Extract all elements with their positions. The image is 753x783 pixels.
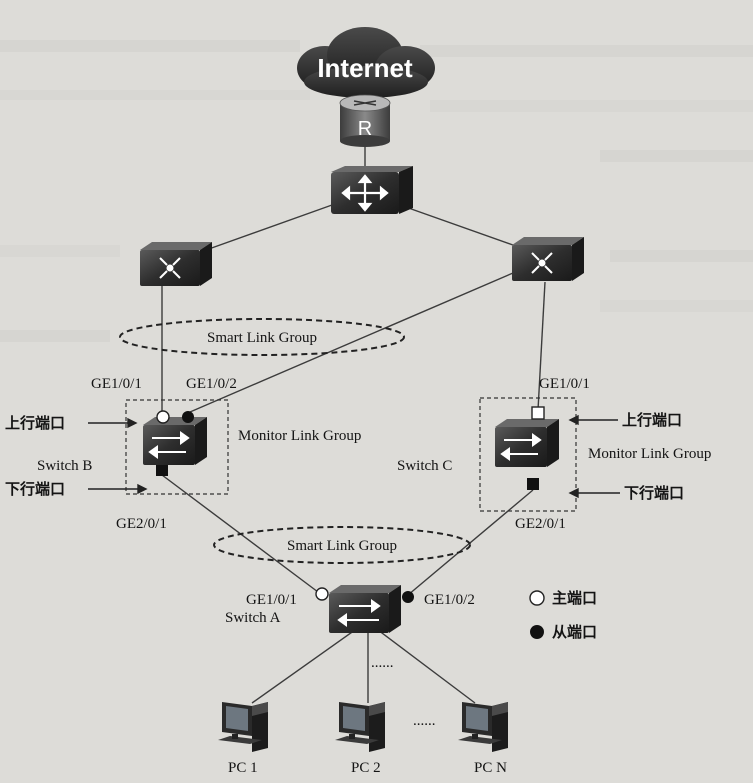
switch-b-ge201-label: GE2/0/1: [116, 516, 167, 532]
internet-cloud-icon: Internet: [297, 27, 435, 98]
switch-a-label: Switch A: [225, 610, 281, 626]
link-core-agg-right: [399, 204, 514, 246]
uplink-c-arrow-icon: [568, 414, 618, 426]
link-core-agg-left: [205, 204, 333, 251]
switch-c-uplink-port-icon: [531, 406, 545, 420]
switch-c-ge201-label: GE2/0/1: [515, 516, 566, 532]
switch-b-icon: [143, 417, 207, 465]
legend-master-label: 主端口: [552, 589, 597, 607]
switch-c-icon: [495, 419, 559, 467]
aggregation-switch-left-icon: [140, 242, 212, 286]
downlink-b-arrow-icon: [88, 483, 148, 495]
pc1-icon: [218, 702, 268, 752]
switch-b-downlink-port-icon: [156, 465, 168, 476]
legend-master-port-icon: [529, 590, 545, 606]
monitor-link-group-b-label: Monitor Link Group: [238, 428, 361, 444]
switch-a-ge101-label: GE1/0/1: [246, 592, 297, 608]
legend-slave-port-icon: [530, 625, 544, 639]
switch-ellipsis: ......: [371, 655, 394, 671]
links: [161, 145, 546, 704]
monitor-link-group-b-box: [125, 399, 229, 495]
downlink-b-label: 下行端口: [5, 480, 65, 498]
switch-c-ge101-label: GE1/0/1: [539, 376, 590, 392]
pc-ellipsis: ......: [413, 713, 436, 729]
pcn-icon: [458, 702, 508, 752]
aggregation-switch-right-icon: [512, 237, 584, 281]
link-switcha-pcn: [377, 629, 476, 704]
switch-b-ge102-label: GE1/0/2: [186, 376, 237, 392]
core-switch-icon: [331, 166, 413, 214]
uplink-c-label: 上行端口: [622, 411, 682, 429]
legend: 主端口 从端口: [529, 589, 597, 641]
link-switcha-pc1: [251, 629, 356, 704]
downlink-c-label: 下行端口: [624, 484, 684, 502]
router-letter: R: [358, 118, 372, 140]
switch-a-master-port-icon: [315, 587, 329, 601]
pcn-label: PC N: [474, 760, 507, 776]
downlink-c-arrow-icon: [568, 487, 620, 499]
smart-link-group-bottom-label: Smart Link Group: [287, 538, 397, 554]
smart-link-group-top-label: Smart Link Group: [207, 330, 317, 346]
smart-link-group-bottom: Smart Link Group: [213, 526, 471, 564]
pc1-label: PC 1: [228, 760, 258, 776]
switch-a-slave-port-icon: [402, 591, 414, 603]
uplink-b-arrow-icon: [88, 417, 138, 429]
switch-b-slave-port-icon: [182, 411, 194, 423]
link-switchb-switcha: [161, 474, 323, 596]
switch-a-icon: [329, 585, 401, 633]
monitor-link-group-c-label: Monitor Link Group: [588, 446, 711, 462]
link-aggright-switchc: [537, 281, 546, 411]
pc2-label: PC 2: [351, 760, 381, 776]
internet-label: Internet: [317, 53, 413, 83]
switch-b-label: Switch B: [37, 458, 92, 474]
switch-b-master-port-icon: [156, 410, 170, 424]
switch-c-label: Switch C: [397, 458, 452, 474]
router-icon: R: [339, 94, 391, 147]
switch-c-downlink-port-icon: [527, 478, 539, 490]
pc2-icon: [335, 702, 385, 752]
link-switchc-switcha: [407, 489, 534, 596]
uplink-b-label: 上行端口: [5, 414, 65, 432]
legend-slave-label: 从端口: [552, 623, 597, 641]
smart-link-group-top: Smart Link Group: [119, 318, 405, 356]
switch-b-ge101-label: GE1/0/1: [91, 376, 142, 392]
link-aggright-switchb: [189, 269, 521, 413]
switch-a-ge102-label: GE1/0/2: [424, 592, 475, 608]
